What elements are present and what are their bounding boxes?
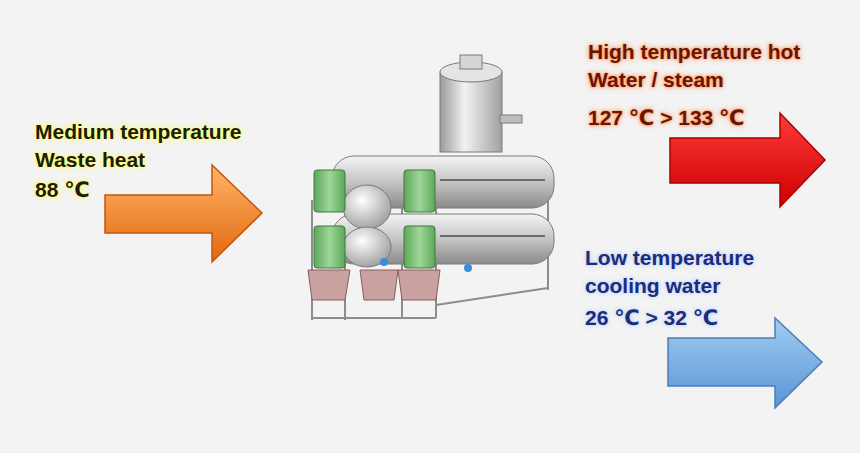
output-heading: Low temperature cooling water bbox=[585, 244, 800, 300]
frame-bracket bbox=[398, 270, 440, 300]
temperature-value: 127 ℃ > 133 ℃ bbox=[588, 104, 788, 132]
input-arrow bbox=[105, 165, 262, 262]
water-box bbox=[404, 170, 435, 212]
vertical-tank bbox=[440, 72, 502, 152]
temperature-value: 88 ℃ bbox=[35, 176, 235, 204]
valve bbox=[464, 264, 472, 272]
frame-bracket bbox=[360, 270, 398, 300]
frame-bracket bbox=[308, 270, 350, 300]
water-box bbox=[314, 226, 345, 268]
tank-pipe bbox=[500, 115, 522, 123]
output-heading: High temperature hot Water / steam bbox=[588, 38, 850, 94]
output-arrow bbox=[668, 318, 822, 408]
frame-leg bbox=[311, 200, 313, 320]
frame-beam bbox=[312, 317, 436, 319]
water-box bbox=[314, 170, 345, 212]
shell-dome bbox=[343, 185, 391, 229]
shell-dome bbox=[343, 227, 391, 267]
pipe bbox=[440, 179, 545, 181]
heat-pump-unit bbox=[308, 55, 554, 320]
tank-nozzle bbox=[460, 55, 482, 69]
frame-beam bbox=[436, 288, 548, 305]
source-heading: Medium temperature Waste heat bbox=[35, 118, 285, 174]
valve bbox=[380, 258, 388, 266]
temperature-value: 26 ℃ > 32 ℃ bbox=[585, 304, 785, 332]
water-box bbox=[404, 226, 435, 268]
pipe bbox=[440, 235, 545, 237]
